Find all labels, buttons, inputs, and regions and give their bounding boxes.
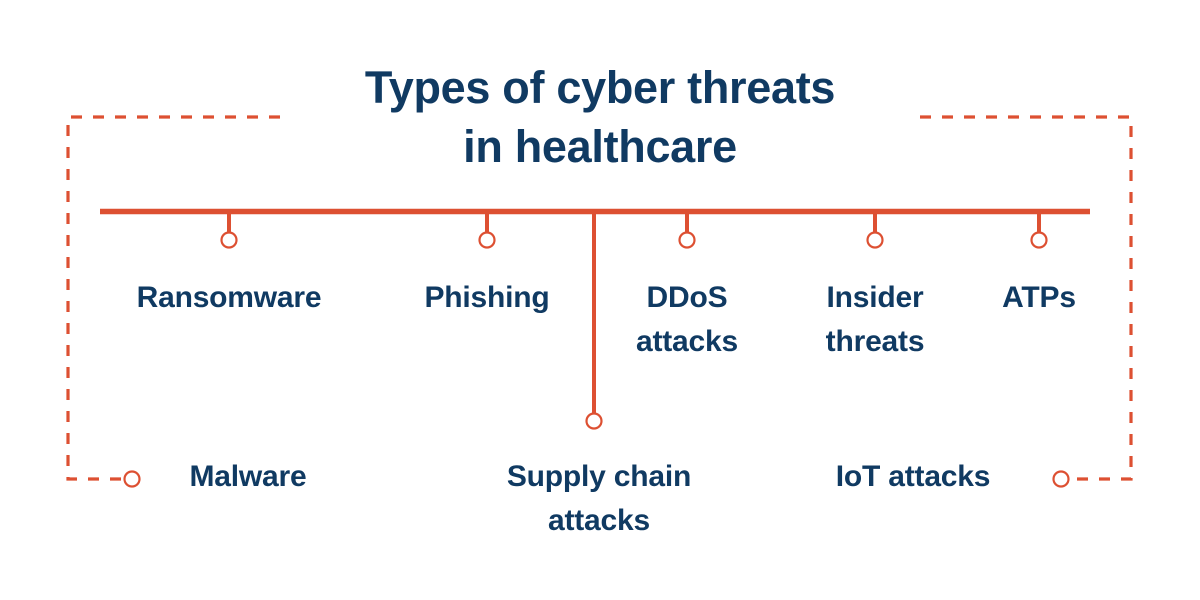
marker-atps [1030, 231, 1048, 249]
marker-supply-chain [585, 412, 603, 430]
left-dashed-bracket [66, 115, 280, 481]
node-label-ransomware: Ransomware [136, 281, 322, 314]
marker-insider [866, 231, 884, 249]
marker-ddos [678, 231, 696, 249]
marker-ransomware [220, 231, 238, 249]
page-title: Types of cyber threats in healthcare [364, 62, 836, 173]
marker-phishing [478, 231, 496, 249]
node-label-ddos: DDoS attacks [635, 281, 739, 358]
node-label-insider: Insider threats [825, 281, 925, 358]
node-label-phishing: Phishing [424, 281, 550, 314]
node-label-atps: ATPs [1002, 281, 1076, 314]
node-label-malware: Malware [189, 460, 307, 493]
right-dashed-bracket [920, 115, 1133, 481]
node-label-supply-chain: Supply chain attacks [506, 460, 692, 537]
marker-malware [123, 470, 141, 488]
node-label-iot-attacks: IoT attacks [835, 460, 991, 493]
marker-iot-attacks [1052, 470, 1070, 488]
